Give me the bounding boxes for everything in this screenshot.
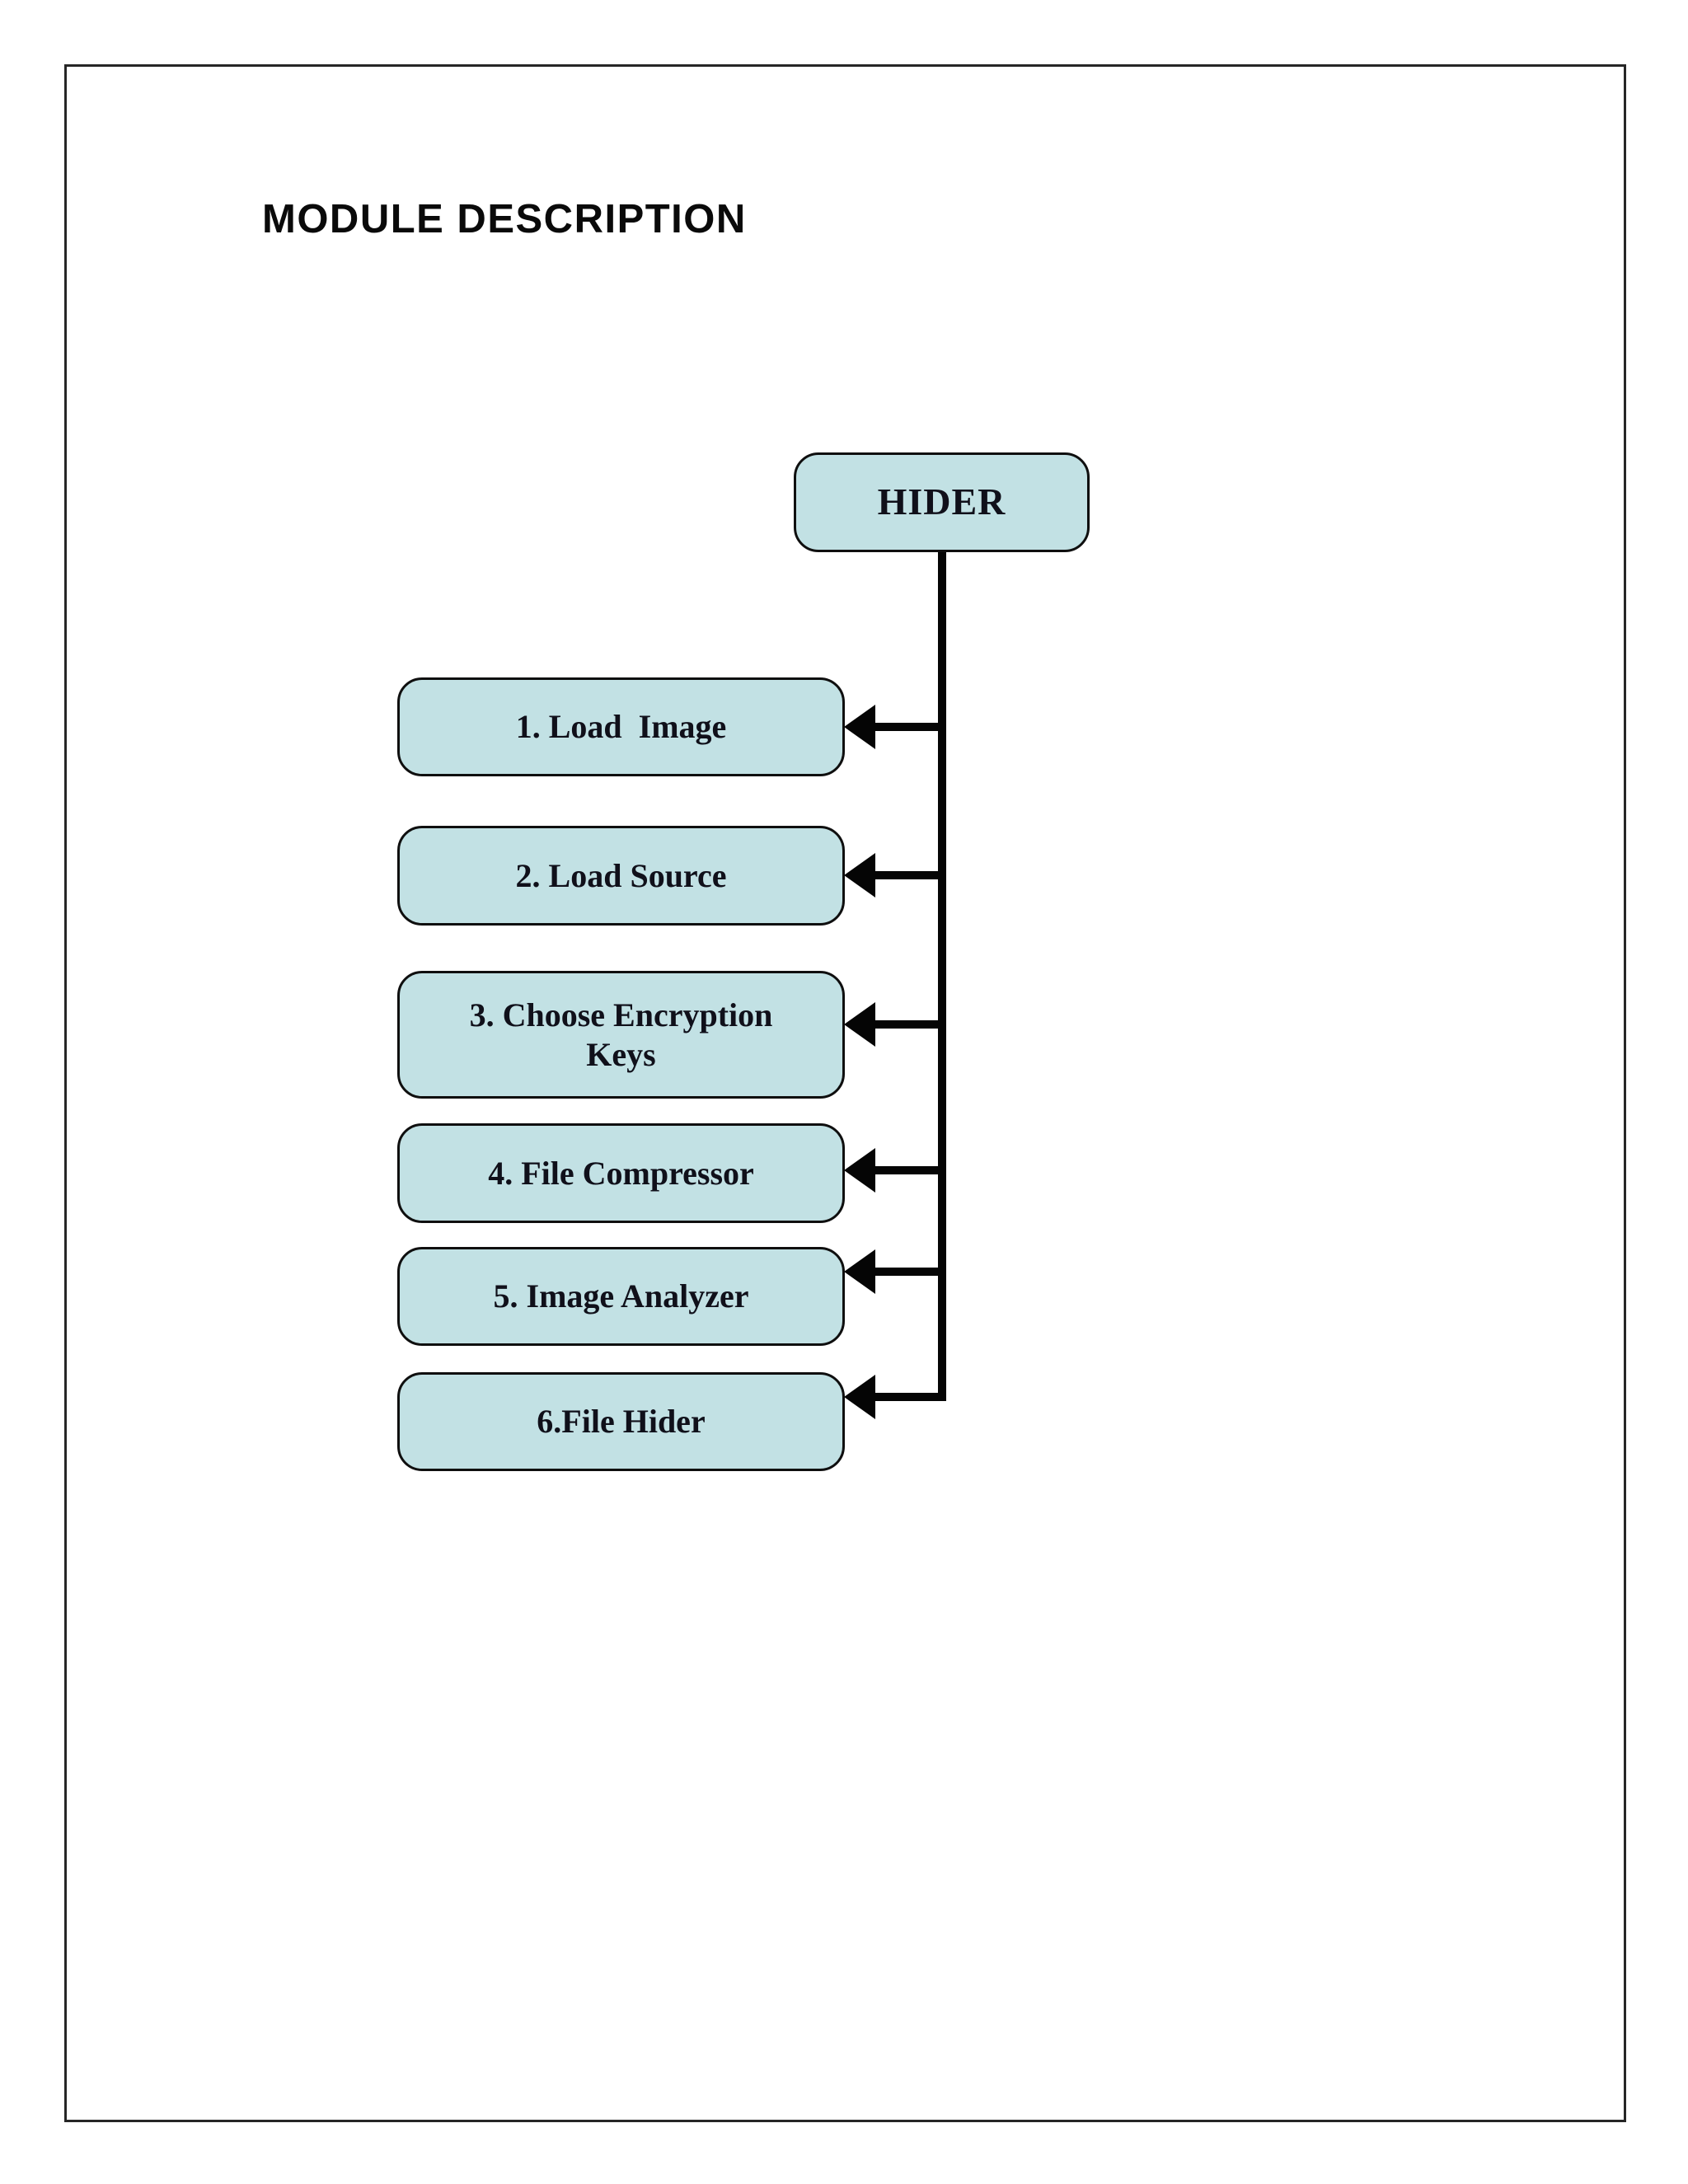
arrowhead-left-icon	[844, 853, 875, 898]
connector-shaft-5	[870, 1268, 946, 1276]
connector-trunk	[938, 551, 946, 1401]
connector-shaft-4	[870, 1166, 946, 1174]
module-box-image-analyzer: 5. Image Analyzer	[397, 1247, 845, 1346]
connector-shaft-1	[870, 723, 946, 731]
module-box-load-source: 2. Load Source	[397, 826, 845, 926]
connector-shaft-3	[870, 1020, 946, 1029]
arrowhead-left-icon	[844, 1249, 875, 1294]
arrowhead-left-icon	[844, 705, 875, 749]
arrowhead-left-icon	[844, 1148, 875, 1193]
module-box-file-hider: 6.File Hider	[397, 1372, 845, 1471]
page-border	[64, 64, 1626, 2122]
arrowhead-left-icon	[844, 1375, 875, 1419]
arrowhead-left-icon	[844, 1002, 875, 1047]
connector-shaft-6	[870, 1393, 946, 1401]
module-box-file-compressor: 4. File Compressor	[397, 1123, 845, 1223]
connector-shaft-2	[870, 871, 946, 879]
page-title: MODULE DESCRIPTION	[262, 197, 747, 241]
diagram-root-box-hider: HIDER	[794, 452, 1090, 552]
module-box-choose-encryption-keys: 3. Choose Encryption Keys	[397, 971, 845, 1099]
module-box-load-image: 1. Load Image	[397, 677, 845, 776]
